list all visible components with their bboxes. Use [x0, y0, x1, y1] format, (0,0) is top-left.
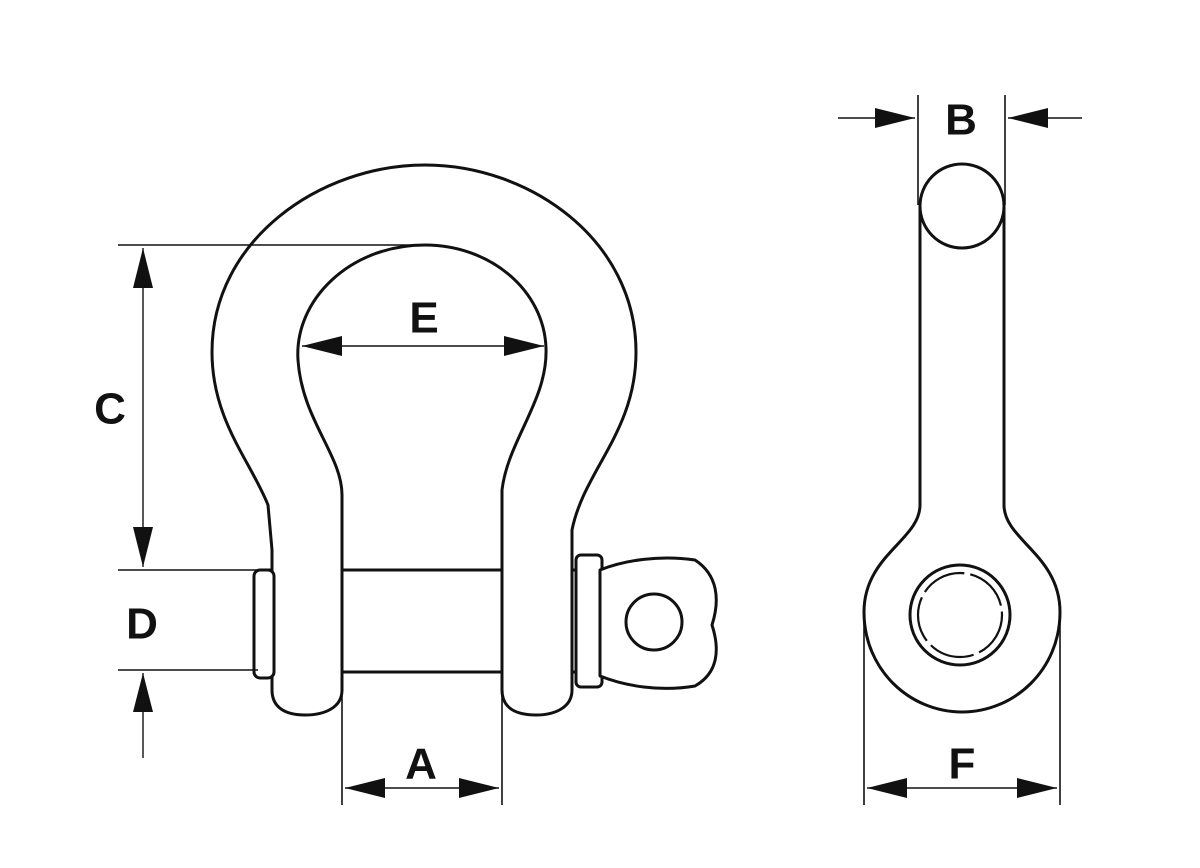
pin-head [252, 568, 276, 680]
dimension-d: D [126, 600, 158, 758]
shackle-side-view: B F [838, 95, 1082, 805]
label-d: D [126, 600, 158, 649]
dimension-b: B [838, 96, 1082, 145]
dimension-f: F [867, 740, 1057, 798]
pin-cross-section [908, 563, 1012, 667]
pin-collar [574, 553, 604, 689]
dimension-e: E [302, 294, 544, 356]
label-f: F [949, 740, 976, 789]
label-c: C [94, 385, 126, 434]
side-body [862, 203, 1062, 714]
dimension-c: C [94, 248, 153, 567]
shackle-front-view: C D E A [94, 163, 718, 805]
bow-cross-section [918, 162, 1006, 250]
pin-thread-ring [916, 571, 1004, 659]
label-e: E [409, 294, 438, 343]
label-a: A [405, 740, 437, 789]
dimension-a: A [345, 740, 499, 798]
pin-eye-hole [624, 592, 684, 652]
label-b: B [945, 96, 977, 145]
